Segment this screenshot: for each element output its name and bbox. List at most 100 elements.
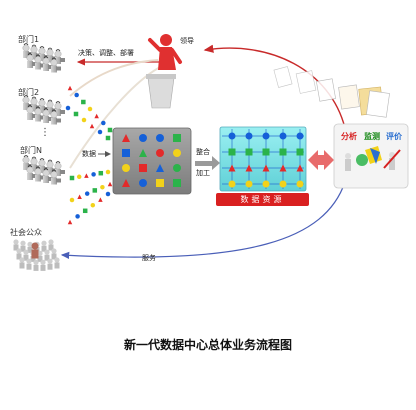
data-circle <box>100 184 105 190</box>
data-circle <box>279 132 287 140</box>
dept2-report-line <box>69 59 159 97</box>
data-circle <box>91 172 96 177</box>
data-square <box>156 179 164 187</box>
worker-figure <box>54 161 65 176</box>
data-circle <box>173 149 181 157</box>
report-documents <box>273 66 390 118</box>
data-triangle <box>107 181 113 187</box>
data-circle <box>65 105 71 111</box>
data-triangle <box>279 164 287 172</box>
worker-figure <box>26 165 37 180</box>
worker-figure <box>34 106 45 122</box>
department-workers <box>22 43 65 185</box>
data-square <box>173 134 181 142</box>
decision-label: 决策、调整、部署 <box>78 49 134 57</box>
crowd-person <box>27 241 33 247</box>
data-triangle <box>296 164 304 172</box>
data-square <box>92 188 98 193</box>
dept-ellipsis: ⋮ <box>40 127 50 138</box>
data-triangle <box>67 85 73 91</box>
crowd-person <box>37 250 43 256</box>
data-circle <box>173 164 181 172</box>
data-triangle <box>94 113 99 119</box>
worker-figure <box>42 108 53 123</box>
data-square <box>69 175 75 181</box>
data-circle <box>262 132 270 140</box>
data-circle <box>74 92 79 98</box>
data-label: 数据 <box>82 150 96 158</box>
crowd-body <box>13 244 19 251</box>
data-circle <box>75 214 80 219</box>
crowd-body <box>26 263 32 270</box>
evaluate-label: 评价 <box>386 132 402 141</box>
crowd-person <box>13 239 19 245</box>
crowd-body <box>19 262 25 269</box>
crowd-person <box>47 258 53 264</box>
crowd-body <box>23 254 29 261</box>
data-circle <box>139 134 147 142</box>
data-circle <box>245 180 253 188</box>
data-resource-banner: 数据资源 <box>216 193 309 206</box>
data-triangle <box>262 164 270 172</box>
data-square <box>122 149 130 157</box>
raw-data-symbols <box>122 134 181 187</box>
crowd-body <box>47 263 53 270</box>
data-square <box>82 208 88 214</box>
data-triangle <box>139 149 147 157</box>
crowd-person <box>19 257 25 263</box>
worker-figure <box>34 166 45 182</box>
leader-label: 领导 <box>180 37 194 45</box>
raw-data-panel <box>112 127 192 195</box>
crowd-body <box>54 262 60 269</box>
data-circle <box>105 169 111 175</box>
diagram-caption: 新一代数据中心总体业务流程图 <box>123 338 292 352</box>
data-streams <box>65 85 113 225</box>
data-circle <box>296 132 304 140</box>
data-triangle <box>122 134 130 142</box>
data-circle <box>139 179 147 187</box>
crowd-body <box>41 245 47 252</box>
dept-1-label: 部门1 <box>18 35 40 44</box>
crowd-person <box>48 239 54 245</box>
data-circle <box>262 180 270 188</box>
worker-figure <box>54 49 65 64</box>
worker-figure <box>50 169 61 185</box>
data-circle <box>76 174 82 180</box>
data-triangle <box>84 173 89 178</box>
crowd-person <box>23 249 29 255</box>
data-square <box>262 148 270 156</box>
crowd-body <box>37 255 43 262</box>
crowd-person <box>16 248 22 254</box>
data-square <box>139 164 147 172</box>
data-triangle <box>67 219 73 225</box>
data-square <box>105 135 111 141</box>
worker-figure <box>42 56 53 71</box>
data-square <box>98 170 104 176</box>
data-square <box>173 179 181 187</box>
data-circle <box>122 164 130 172</box>
leader-figure <box>146 34 182 109</box>
highlighted-person <box>31 242 39 250</box>
data-square <box>81 99 86 105</box>
data-circle <box>228 132 236 140</box>
crowd-person <box>20 240 26 246</box>
data-triangle <box>245 164 253 172</box>
data-square <box>296 148 304 156</box>
integrate-arrow <box>195 156 220 170</box>
worker-figure <box>54 101 65 116</box>
crowd-person <box>41 240 47 246</box>
crowd-body <box>30 255 36 262</box>
worker-figure <box>26 53 37 68</box>
dept-n-label: 部门N <box>20 146 42 155</box>
data-circle <box>156 134 164 142</box>
exchange-double-arrow <box>308 150 334 170</box>
crowd-body <box>44 254 50 261</box>
public-label: 社会公众 <box>10 228 42 237</box>
data-square <box>228 148 236 156</box>
data-square <box>279 148 287 156</box>
worker-figure <box>50 57 61 73</box>
data-triangle <box>228 164 236 172</box>
data-circle <box>81 117 87 123</box>
